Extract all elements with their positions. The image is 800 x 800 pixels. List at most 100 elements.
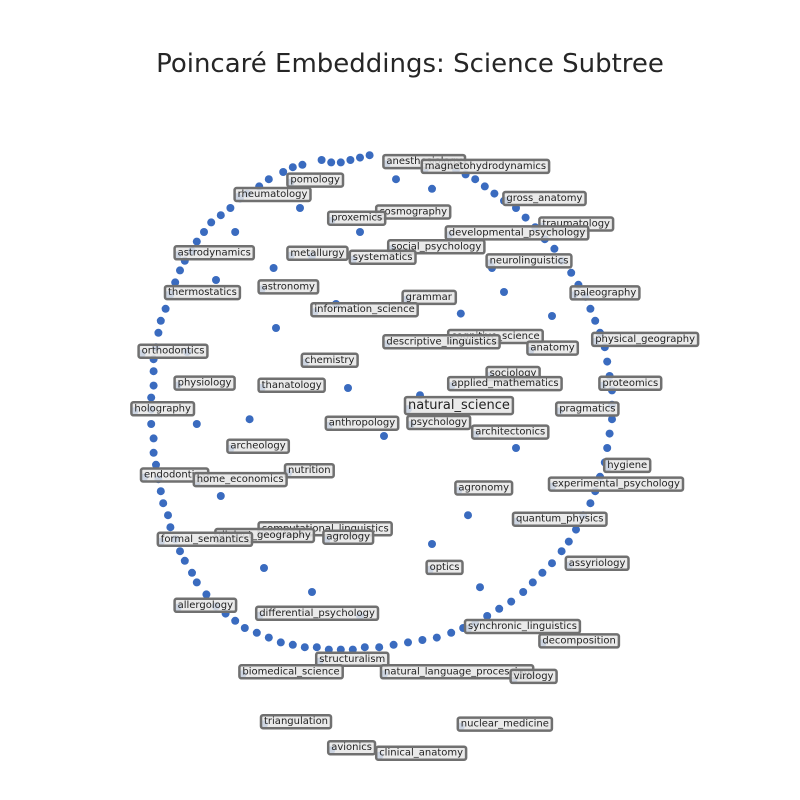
data-label-text: physical_geography: [595, 334, 695, 345]
data-point: [317, 156, 326, 164]
data-label-box: [406, 414, 472, 431]
data-point: [300, 643, 309, 652]
chart-title: Poincaré Embeddings: Science Subtree: [156, 49, 664, 79]
data-point: [192, 578, 201, 587]
data-label: clinical_anatomy: [374, 745, 468, 761]
data-label-box: [310, 301, 419, 318]
data-label-box: [554, 401, 620, 417]
data-label: pomology: [286, 172, 345, 188]
data-label-box: [420, 158, 551, 175]
data-point: [149, 448, 158, 457]
data-point: [288, 640, 297, 649]
data-label-box: [569, 285, 641, 301]
data-point: [327, 158, 336, 167]
data-point: [240, 624, 249, 632]
data-label-box: [238, 664, 344, 680]
data-point: [603, 357, 612, 366]
data-point: [483, 612, 492, 620]
data-point: [418, 636, 427, 644]
data-point: [550, 244, 559, 253]
data-point: [279, 168, 288, 176]
data-point: [548, 312, 556, 320]
data-label-text: quantum_physics: [516, 514, 603, 525]
data-point: [149, 381, 158, 390]
data-label-text: social_psychology: [391, 241, 481, 252]
data-label-box: [538, 633, 621, 649]
data-label-text: astronomy: [262, 281, 315, 292]
data-label: grammar: [401, 289, 458, 306]
data-label-text: anatomy: [530, 343, 574, 354]
data-label-text: grammar: [406, 292, 453, 303]
data-point: [269, 264, 278, 272]
data-label-box: [130, 401, 196, 417]
data-label-text: computational_linguistics: [262, 523, 389, 534]
data-label-box: [526, 340, 580, 356]
data-point: [252, 628, 261, 637]
data-point: [156, 316, 165, 325]
data-label-box: [425, 559, 464, 576]
data-label-box: [444, 225, 590, 241]
data-label: chemistry: [300, 352, 359, 369]
data-point: [276, 638, 285, 647]
data-point: [260, 564, 268, 572]
data-point: [264, 175, 273, 184]
data-label-text: psychology: [410, 417, 467, 428]
data-label-text: anthropology: [329, 418, 395, 429]
data-label-box: [403, 395, 515, 416]
data-point: [161, 304, 170, 313]
data-label: developmental_psychology: [444, 225, 590, 241]
data-label: rheumatology: [233, 186, 312, 203]
data-point: [548, 559, 556, 568]
data-point: [166, 523, 175, 532]
data-label-text: triangulation: [264, 716, 328, 727]
data-point: [495, 604, 504, 613]
data-point: [344, 384, 352, 392]
data-point: [149, 367, 158, 376]
data-label-text: physiology: [178, 378, 232, 389]
data-point: [312, 643, 321, 652]
data-label-text: proxemics: [331, 213, 382, 224]
data-label-text: agronomy: [458, 483, 509, 494]
data-label-text: hygiene: [607, 460, 647, 471]
data-point: [147, 393, 156, 402]
data-label-box: [326, 739, 377, 756]
data-label-text: gross_anatomy: [506, 193, 582, 204]
data-label: allergology: [173, 597, 238, 614]
data-point: [336, 158, 345, 167]
data-label-text: holography: [134, 403, 191, 414]
data-label-box: [485, 253, 573, 269]
data-label-text: natural_science: [408, 398, 510, 413]
data-label-box: [173, 375, 236, 391]
data-point: [296, 204, 304, 212]
data-label-box: [602, 457, 652, 474]
data-label: gross_anatomy: [502, 190, 587, 207]
data-label-text: thermostatics: [168, 287, 237, 298]
data-point: [557, 547, 566, 556]
data-label-text: experimental_psychology: [552, 479, 680, 490]
data-label-box: [502, 190, 587, 207]
data-label-text: magnetohydrodynamics: [425, 161, 546, 172]
data-label-box: [456, 716, 554, 732]
data-label-text: cosmography: [379, 207, 447, 218]
data-label: natural_science: [403, 395, 515, 416]
data-point: [464, 511, 472, 520]
data-label-text: traumatology: [542, 219, 610, 230]
data-label-box: [401, 289, 458, 306]
data-label-text: avionics: [331, 742, 372, 753]
data-label-text: structuralism: [319, 654, 385, 665]
data-point: [154, 328, 163, 337]
data-label: magnetohydrodynamics: [420, 158, 551, 175]
data-label-box: [598, 375, 663, 392]
data-label: nuclear_medicine: [456, 716, 554, 732]
data-point: [365, 151, 374, 160]
data-point: [231, 228, 240, 236]
data-label: proxemics: [326, 210, 387, 226]
data-label-text: chemistry: [305, 355, 355, 366]
data-label: quantum_physics: [511, 511, 608, 527]
data-label-text: applied_mathematics: [451, 378, 558, 389]
data-label: nutrition: [283, 462, 335, 479]
data-point: [567, 268, 576, 277]
data-point: [360, 643, 369, 652]
